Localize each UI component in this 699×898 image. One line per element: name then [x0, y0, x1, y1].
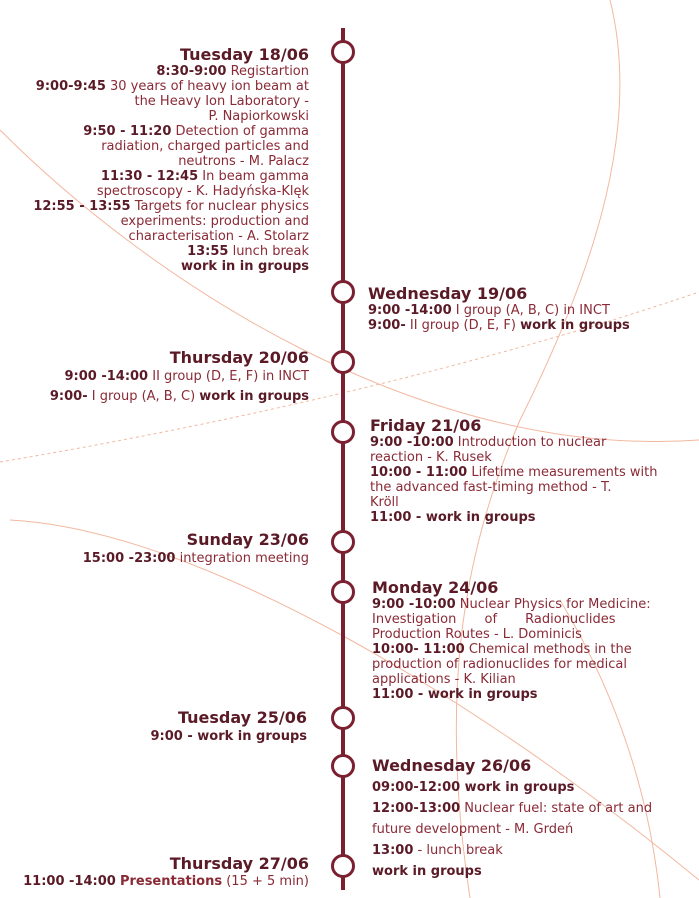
event-time: 11:00 -14:00: [23, 874, 116, 889]
event-time: 9:00-9:45: [35, 79, 106, 94]
event-text: Chemical methods in the: [464, 642, 632, 657]
timeline-node: [331, 580, 355, 604]
event-text: Nuclear Physics for Medicine:: [455, 597, 651, 612]
event-text: Detection of gamma: [171, 124, 309, 139]
event-wednesday-26: Wednesday 26/06 09:00-12:00 work in grou…: [372, 756, 688, 882]
event-text: the Heavy Ion Laboratory -: [134, 94, 309, 109]
event-time: 8:30-9:00: [156, 64, 227, 79]
event-text: future development - M. Grdeń: [372, 822, 574, 837]
timeline-node: [331, 854, 355, 878]
event-text: (15 + 5 min): [222, 874, 309, 889]
event-text: II group (D, E, F): [405, 318, 521, 333]
day-heading: Friday 21/06: [370, 416, 482, 435]
event-thursday-27: Thursday 27/06 11:00 -14:00 Presentation…: [0, 854, 309, 891]
event-time: 10:00 - 11:00: [370, 465, 468, 480]
event-time: 9:00 -14:00: [64, 369, 149, 384]
event-monday-24: Monday 24/06 9:00 -10:00 Nuclear Physics…: [372, 578, 688, 702]
event-tuesday-18: Tuesday 18/06 8:30-9:00 Registartion 9:0…: [0, 45, 309, 274]
timeline-node: [331, 754, 355, 778]
event-text: 11:00 - work in groups: [370, 510, 536, 525]
event-text: Lifetime measurements with: [467, 465, 658, 480]
event-text: Presentations: [119, 874, 223, 889]
day-heading: Thursday 27/06: [169, 854, 309, 873]
deco-arc-2: [0, 129, 699, 442]
timeline-node: [331, 280, 355, 304]
event-text: work in groups: [372, 864, 482, 879]
event-text: work in in groups: [181, 259, 309, 274]
event-text: I group (A, B, C): [87, 389, 200, 404]
day-heading: Monday 24/06: [372, 578, 499, 597]
timeline-node: [331, 530, 355, 554]
event-time: 9:00 -10:00: [372, 597, 456, 612]
deco-arc-5: [559, 599, 661, 898]
event-text: spectroscopy - K. Hadyńska-Klęk: [96, 184, 309, 199]
event-text: radiation, charged particles and: [101, 139, 309, 154]
event-text: work in groups: [199, 389, 309, 404]
event-text: Registartion: [226, 64, 309, 79]
event-text: the advanced fast-timing method - T.: [370, 480, 612, 495]
event-text: Investigation of Radionuclides: [372, 612, 616, 627]
event-text: - lunch break: [413, 843, 503, 858]
timeline-node: [331, 706, 355, 730]
event-text: 09:00-12:00 work in groups: [372, 780, 575, 795]
event-time: 9:00-: [49, 389, 88, 404]
event-time: 13:00: [372, 843, 414, 858]
event-sunday-23: Sunday 23/06 15:00 -23:00 integration me…: [0, 530, 309, 569]
event-tuesday-25: Tuesday 25/06 9:00 - work in groups: [0, 708, 308, 747]
event-text: characterisation - A. Stolarz: [128, 229, 309, 244]
event-text: Production Routes - L. Dominicis: [372, 627, 582, 642]
event-text: II group (D, E, F) in INCT: [148, 369, 309, 384]
event-wednesday-19: Wednesday 19/06 9:00 -14:00 I group (A, …: [368, 284, 688, 333]
day-heading: Sunday 23/06: [186, 530, 309, 549]
day-heading: Tuesday 25/06: [177, 708, 307, 727]
event-time: 9:50 - 11:20: [83, 124, 172, 139]
event-friday-21: Friday 21/06 9:00 -10:00 Introduction to…: [370, 416, 688, 525]
event-time: 13:55: [187, 244, 229, 259]
event-time: 9:00-: [368, 318, 406, 333]
day-heading: Thursday 20/06: [169, 348, 309, 367]
event-text: Kröll: [370, 495, 399, 510]
event-time: 9:00 -14:00: [368, 303, 452, 318]
event-text: integration meeting: [175, 551, 309, 566]
event-text: I group (A, B, C) in INCT: [451, 303, 610, 318]
event-time: 10:00- 11:00: [372, 642, 465, 657]
event-time: 9:00 -10:00: [370, 435, 454, 450]
event-text: lunch break: [228, 244, 309, 259]
event-text: production of radionuclides for medical: [372, 657, 627, 672]
event-text: work in groups: [520, 318, 630, 333]
timeline-node: [331, 40, 355, 64]
event-text: Nuclear fuel: state of art and: [460, 801, 653, 816]
event-text: In beam gamma: [198, 169, 309, 184]
event-text: 11:00 - work in groups: [372, 687, 538, 702]
event-text: P. Napiorkowski: [208, 109, 310, 124]
event-text: reaction - K. Rusek: [370, 450, 492, 465]
event-text: experiments: production and: [120, 214, 309, 229]
event-text: applications - K. Kilian: [372, 672, 516, 687]
event-text: Targets for nuclear physics: [130, 199, 309, 214]
timeline-node: [331, 350, 355, 374]
day-heading: Tuesday 18/06: [179, 45, 309, 64]
deco-arc-4: [455, 0, 621, 898]
event-text: neutrons - M. Palacz: [178, 154, 309, 169]
event-text: Introduction to nuclear: [453, 435, 607, 450]
event-thursday-20: Thursday 20/06 9:00 -14:00 II group (D, …: [0, 348, 309, 407]
event-text: 9:00 - work in groups: [150, 729, 308, 744]
event-time: 12:55 - 13:55: [33, 199, 131, 214]
event-time: 11:30 - 12:45: [100, 169, 199, 184]
event-text: 30 years of heavy ion beam at: [105, 79, 309, 94]
event-time: 12:00-13:00: [372, 801, 461, 816]
timeline-node: [331, 420, 355, 444]
timeline-line: [341, 28, 345, 890]
day-heading: Wednesday 19/06: [368, 284, 528, 303]
day-heading: Wednesday 26/06: [372, 756, 532, 775]
event-time: 15:00 -23:00: [82, 551, 176, 566]
